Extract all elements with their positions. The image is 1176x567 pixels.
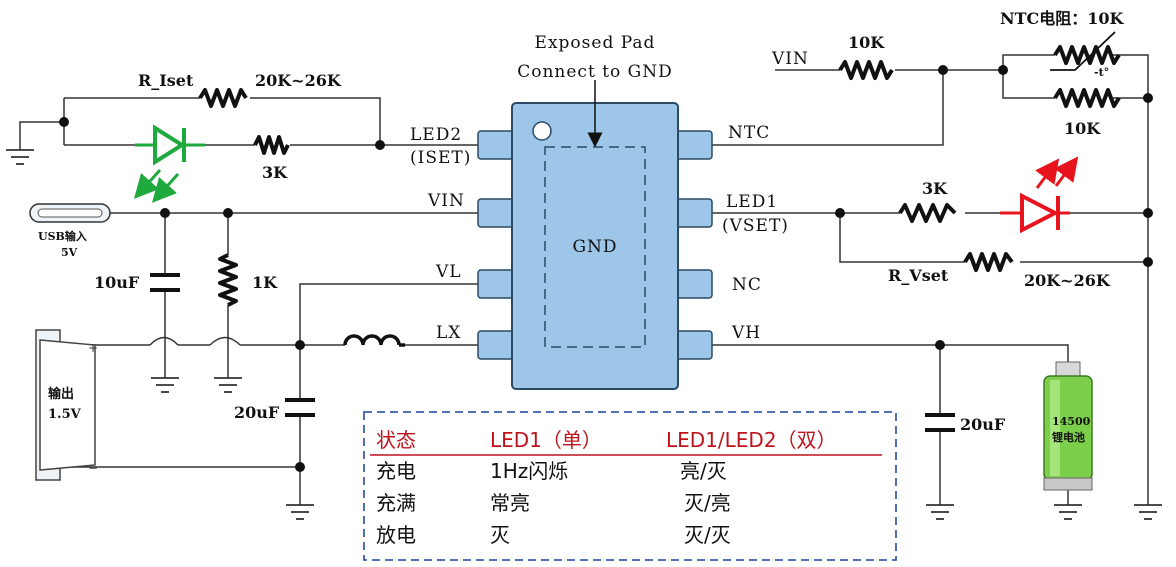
resistor-10k-top bbox=[838, 60, 894, 80]
label-ntc-t: -t° bbox=[1094, 66, 1109, 79]
output-connector: + − bbox=[35, 329, 98, 481]
label-out-volt: 1.5V bbox=[48, 407, 82, 422]
label-ntc: NTC电阻：10K bbox=[1000, 9, 1125, 28]
label-battery-1: 14500 bbox=[1052, 415, 1091, 428]
pin-ntc: NTC bbox=[728, 123, 770, 143]
table-header-state: 状态 bbox=[376, 428, 416, 452]
label-10uf: 10uF bbox=[94, 273, 140, 292]
resistor-10k-parallel bbox=[1053, 88, 1121, 108]
status-table-box bbox=[363, 411, 897, 561]
resistor-1k bbox=[218, 253, 238, 307]
label-10k-par: 10K bbox=[1064, 119, 1101, 138]
chip-gnd-label: GND bbox=[572, 237, 617, 257]
pin-iset: (ISET) bbox=[410, 148, 471, 168]
ntc-slash bbox=[1050, 31, 1116, 71]
pin-vh: VH bbox=[731, 323, 761, 343]
label-1k: 1K bbox=[252, 273, 278, 292]
resistor-ntc bbox=[1053, 45, 1121, 65]
pad-title-1: Exposed Pad bbox=[535, 33, 656, 53]
label-3k-right: 3K bbox=[922, 179, 948, 198]
ground-symbols bbox=[6, 149, 1162, 520]
table-row-3-led12: 灭/灭 bbox=[684, 523, 731, 547]
junction-dots bbox=[59, 65, 1153, 472]
label-10k-top: 10K bbox=[848, 33, 885, 52]
label-r-iset-val: 20K~26K bbox=[255, 71, 342, 90]
label-battery-2: 锂电池 bbox=[1052, 430, 1085, 444]
label-r-vset: R_Vset bbox=[888, 266, 949, 285]
ic-chip bbox=[477, 80, 713, 390]
table-row-2-led1: 常亮 bbox=[490, 491, 530, 515]
label-r-iset: R_Iset bbox=[138, 71, 194, 90]
label-vin-right: VIN bbox=[771, 49, 809, 69]
label-20uf-right: 20uF bbox=[960, 415, 1006, 434]
inductor bbox=[343, 334, 405, 347]
pin-nc: NC bbox=[732, 275, 762, 295]
label-20uf-left: 20uF bbox=[234, 403, 280, 422]
wire-jumps bbox=[149, 336, 241, 346]
table-row-3-led1: 灭 bbox=[490, 523, 510, 547]
resistors bbox=[198, 45, 1121, 307]
table-row-2-state: 充满 bbox=[376, 491, 416, 515]
pin-vin: VIN bbox=[427, 191, 465, 211]
pin-vset: (VSET) bbox=[722, 216, 789, 236]
usb-connector bbox=[29, 203, 111, 223]
table-row-2-led12: 灭/亮 bbox=[684, 491, 731, 515]
table-row-3-state: 放电 bbox=[376, 523, 416, 547]
resistor-r-vset bbox=[963, 252, 1014, 272]
pin-led2: LED2 bbox=[410, 125, 462, 145]
table-row-1-led12: 亮/灭 bbox=[680, 459, 727, 483]
pin-vl: VL bbox=[435, 262, 462, 282]
green-led bbox=[133, 124, 205, 203]
resistor-r-iset bbox=[198, 88, 248, 108]
label-usb-volt: 5V bbox=[61, 246, 78, 259]
red-led bbox=[1000, 156, 1079, 234]
table-header-led12: LED1/LED2（双） bbox=[666, 428, 837, 452]
pin-lx: LX bbox=[436, 323, 461, 343]
table-header-led1: LED1（单） bbox=[490, 428, 602, 452]
battery bbox=[1043, 361, 1093, 491]
label-3k-left: 3K bbox=[262, 163, 288, 182]
capacitors bbox=[150, 273, 955, 432]
table-row-1-state: 充电 bbox=[376, 459, 416, 483]
resistor-3k-right bbox=[898, 203, 957, 223]
resistor-3k-left bbox=[253, 135, 290, 155]
label-out: 输出 bbox=[48, 386, 74, 402]
svg-text:+: + bbox=[88, 341, 98, 355]
label-usb: USB输入 bbox=[38, 229, 87, 243]
pad-title-2: Connect to GND bbox=[517, 62, 673, 82]
wires-right bbox=[677, 54, 1149, 505]
label-r-vset-val: 20K~26K bbox=[1024, 271, 1111, 290]
table-row-1-led1: 1Hz闪烁 bbox=[490, 459, 568, 483]
pin-led1: LED1 bbox=[726, 192, 778, 212]
svg-text:−: − bbox=[88, 461, 98, 475]
